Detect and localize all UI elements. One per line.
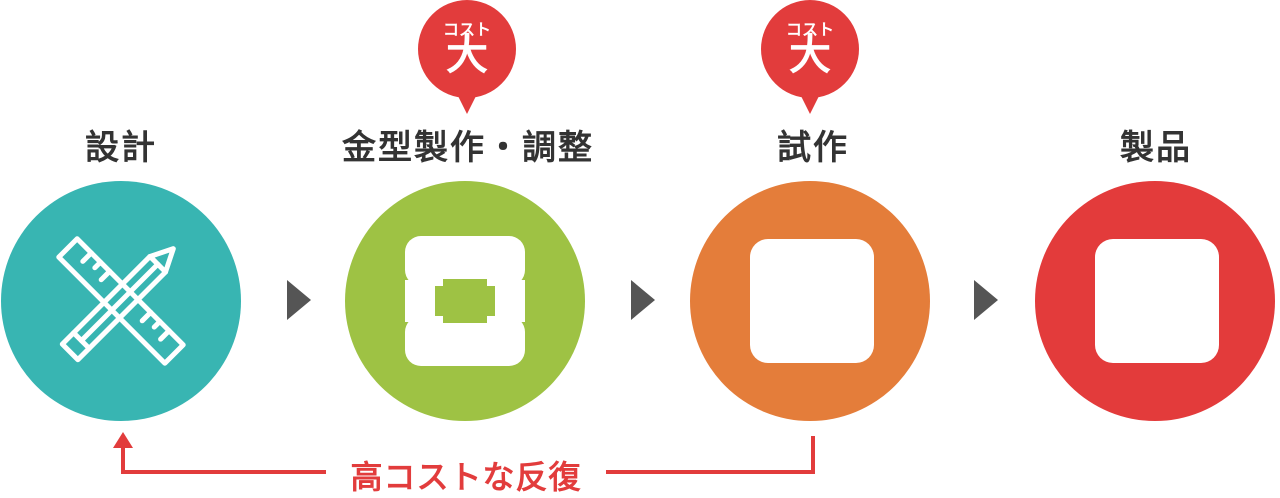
- flow-arrow-3: [974, 280, 998, 320]
- cost-badge-small-text: コスト: [442, 20, 491, 39]
- prototype-square-icon: [750, 239, 874, 363]
- step-label-product: 製品: [1120, 128, 1192, 168]
- step-circle-product: [1035, 181, 1275, 421]
- mold-icon: [405, 236, 525, 366]
- cost-badge-big-text: 大: [788, 30, 831, 79]
- feedback-label: 高コストな反復: [326, 452, 606, 498]
- feedback-arrowhead-icon: [113, 432, 133, 448]
- ruler-pencil-icon: [56, 236, 186, 366]
- cost-badge-big-text: 大: [445, 30, 488, 79]
- step-circle-prototype: [690, 181, 930, 421]
- feedback-line-left-vertical: [121, 446, 125, 474]
- flow-arrow-2: [631, 280, 655, 320]
- step-label-mold: 金型製作・調整: [342, 128, 594, 168]
- step-label-prototype: 試作: [777, 128, 849, 168]
- step-label-design: 設計: [85, 128, 157, 168]
- feedback-line-right-vertical: [811, 436, 815, 472]
- cost-badge-mold: コスト 大: [418, 0, 516, 114]
- step-circle-mold: [345, 181, 585, 421]
- flow-arrow-1: [287, 280, 311, 320]
- step-circle-design: [1, 181, 241, 421]
- cost-badge-small-text: コスト: [785, 20, 834, 39]
- product-square-icon: [1095, 239, 1219, 363]
- cost-badge-prototype: コスト 大: [761, 0, 859, 114]
